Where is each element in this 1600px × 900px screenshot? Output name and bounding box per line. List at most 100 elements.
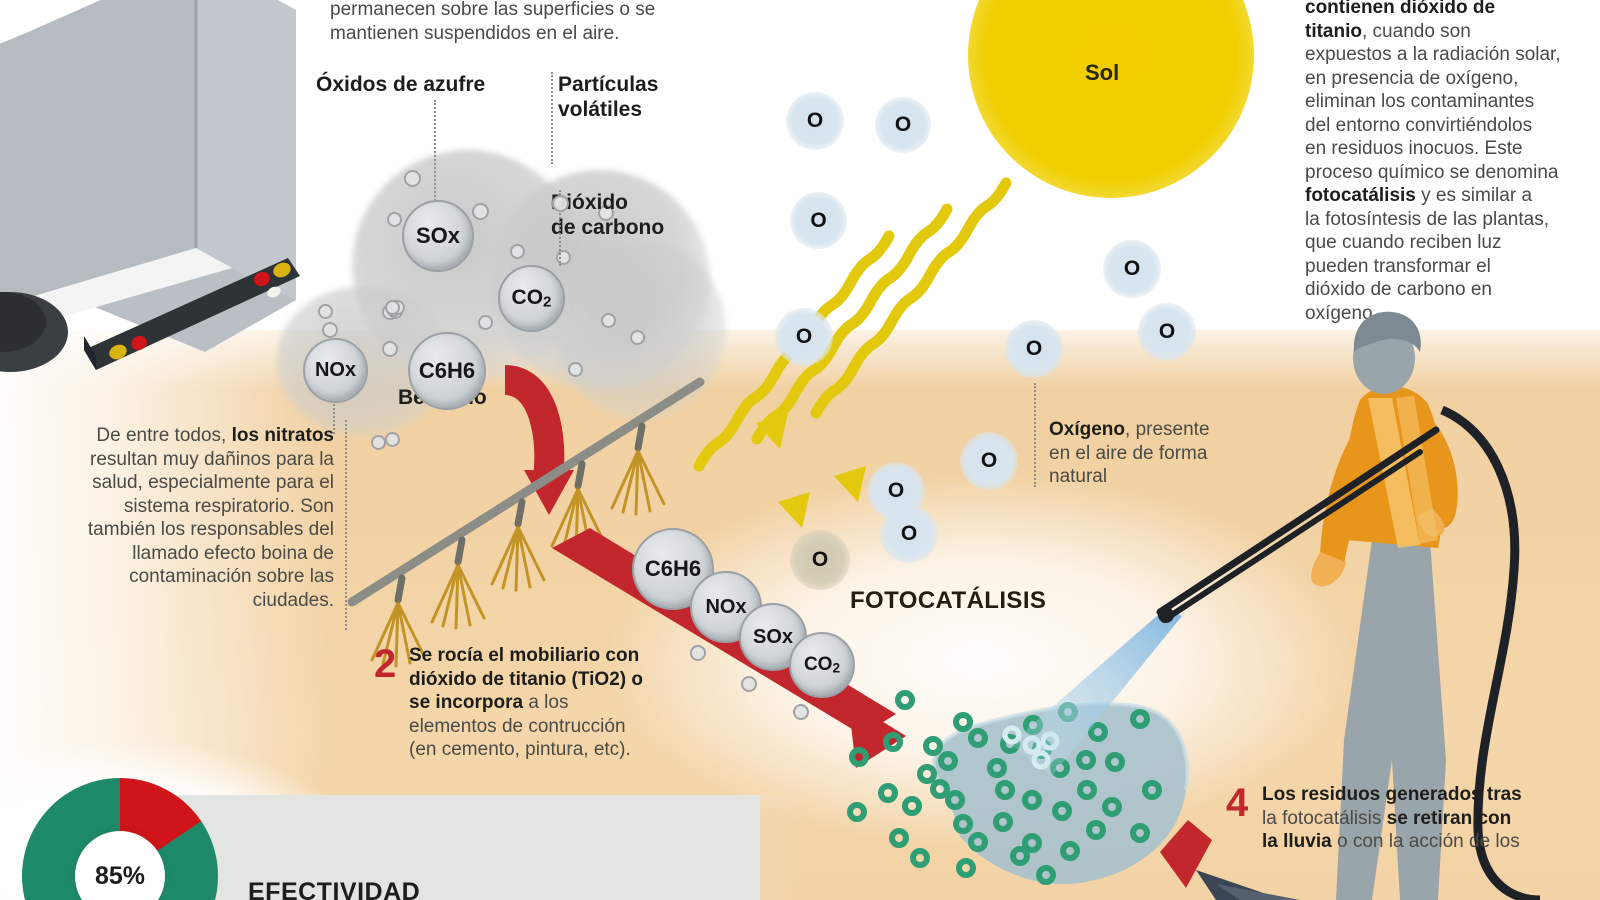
molecule-nox-on-arrow: NOx	[690, 571, 762, 643]
step-2-line-2: dióxido de titanio (TiO2) o	[409, 668, 643, 690]
small-bubble	[690, 645, 706, 661]
leader-dot-carbon-dioxide	[552, 195, 569, 212]
step-2-line-3-bold: se incorpora	[409, 692, 524, 713]
oxygen-bubble-label: O	[795, 325, 813, 348]
particle-dot	[318, 304, 333, 319]
particle-dot	[472, 203, 489, 220]
oxygen-note-bold: Oxígeno	[1049, 419, 1126, 440]
titanium-text-block: contienen dióxido de titanio, cuando son…	[1305, 0, 1600, 325]
nitrates-line-3: salud, especialmente para el	[92, 472, 334, 493]
oxygen-bubble-label: O	[810, 208, 827, 232]
titanium-line-14: oxígeno.	[1305, 302, 1378, 324]
nitrates-line-8: ciudades.	[252, 589, 334, 611]
label-volatile-particles-line2: volátiles	[558, 98, 643, 121]
oxygen-bubble: O	[775, 308, 833, 366]
step-2-line-5: (en cemento, pintura, etc).	[409, 739, 631, 760]
photocatalysis-label: FOTOCATÁLISIS	[850, 587, 1047, 614]
molecule-co2: CO2	[498, 265, 565, 332]
nitrates-line-5: también los responsables del	[87, 519, 334, 540]
oxygen-note-rest: , presente	[1125, 419, 1210, 440]
oxygen-bubble: O	[1138, 303, 1196, 361]
titanium-line-2-bold: titanio	[1305, 20, 1362, 42]
particle-dot	[371, 435, 386, 450]
nitrates-line-7: contaminación sobre las	[129, 566, 334, 587]
oxygen-bubble-label: O	[1158, 320, 1176, 343]
titanium-line-4: en presencia de oxígeno,	[1305, 67, 1519, 89]
molecule-c6h6: C6H6	[408, 332, 486, 410]
particle-dot	[478, 315, 493, 330]
leader-volatile-particles	[551, 72, 553, 164]
oxygen-bubble-label: O	[1123, 257, 1141, 280]
particle-dot	[568, 362, 583, 377]
particle-dot	[510, 244, 525, 259]
oxygen-bubble-on-ground: O	[790, 530, 850, 590]
titanium-line-12: pueden transformar el	[1305, 255, 1491, 277]
molecule-co2-on-arrow: CO2	[789, 632, 855, 698]
bottom-grey-panel-fade	[600, 795, 800, 900]
step-2-line-3-rest: a los	[523, 692, 569, 713]
sun-label: Sol	[1085, 60, 1120, 85]
molecule-co2-label: CO2	[803, 654, 841, 676]
step-4-line-3-rest: o con la acción de los	[1331, 831, 1520, 852]
label-carbon-dioxide: Dióxido de carbono	[551, 190, 664, 240]
oxygen-bubble-label: O	[894, 113, 912, 136]
molecule-nox-label: NOx	[314, 359, 357, 381]
small-bubble	[741, 676, 757, 692]
molecule-nox: NOx	[303, 338, 368, 403]
step-4-line-2-rest: la fotocatálisis	[1262, 807, 1387, 829]
small-bubble	[793, 704, 809, 720]
leader-nox	[333, 392, 335, 434]
leader-oxygen-note	[1034, 383, 1036, 487]
nitrates-line-1-rest: De entre todos,	[96, 425, 232, 446]
particle-dot	[382, 341, 398, 357]
oxygen-bubble-label: O	[811, 548, 829, 571]
nitrates-line-4: sistema respiratorio. Son	[123, 495, 334, 517]
particle-dot	[385, 300, 400, 315]
oxygen-bubble-label: O	[900, 522, 918, 545]
leader-sulfur-oxides	[434, 100, 436, 228]
particle-dot	[387, 212, 402, 227]
titanium-line-5: eliminan los contaminantes	[1305, 91, 1535, 112]
step-2-text: Se rocía el mobiliario con dióxido de ti…	[409, 644, 709, 762]
titanium-line-10: la fotosíntesis de las plantas,	[1305, 208, 1549, 230]
nitrates-line-2: resultan muy dañinos para la	[90, 448, 334, 470]
step-4-line-3-bold: la lluvia	[1262, 831, 1332, 852]
oxygen-bubble: O	[875, 97, 931, 153]
oxygen-bubble: O	[1005, 320, 1063, 378]
oxygen-bubble: O	[880, 505, 938, 563]
intro-line-2: mantienen suspendidos en el aire.	[330, 22, 620, 44]
oxygen-bubble: O	[960, 432, 1018, 490]
particle-dot	[404, 170, 421, 187]
label-volatile-particles: Partículas volátiles	[558, 72, 658, 122]
nitrates-line-1-bold: los nitratos	[231, 425, 334, 446]
step-4-number: 4	[1226, 781, 1249, 825]
oxygen-note: Oxígeno, presente en el aire de forma na…	[1049, 418, 1279, 489]
molecule-sox-label: SOx	[415, 223, 461, 248]
label-volatile-particles-line1: Partículas	[558, 73, 659, 96]
molecule-sox: SOx	[402, 200, 474, 272]
step-4-text: Los residuos generados tras la fotocatál…	[1262, 783, 1600, 854]
oxygen-note-line2: en el aire de forma	[1049, 442, 1208, 464]
oxygen-bubble-label: O	[887, 479, 905, 502]
oxygen-bubble-label: O	[980, 449, 998, 472]
step-2-number: 2	[374, 642, 397, 686]
titanium-line-13: dióxido de carbono en	[1305, 279, 1492, 300]
donut-center-value: 85%	[75, 831, 165, 900]
intro-text: permanecen sobre las superficies o se ma…	[330, 0, 750, 45]
molecule-c6h6-label: C6H6	[418, 358, 476, 383]
intro-line-1: permanecen sobre las superficies o se	[330, 0, 656, 20]
effectiveness-caption: EFECTIVIDAD	[248, 878, 421, 900]
step-2-line-4: elementos de contrucción	[409, 715, 626, 737]
molecule-c6h6-label: C6H6	[644, 556, 702, 581]
donut-center-label: 85%	[94, 861, 146, 890]
label-carbon-dioxide-line1: Dióxido	[551, 191, 628, 214]
label-carbon-dioxide-line2: de carbono	[551, 216, 665, 239]
oxygen-bubble-label: O	[806, 109, 824, 132]
oxygen-bubble: O	[790, 192, 847, 249]
